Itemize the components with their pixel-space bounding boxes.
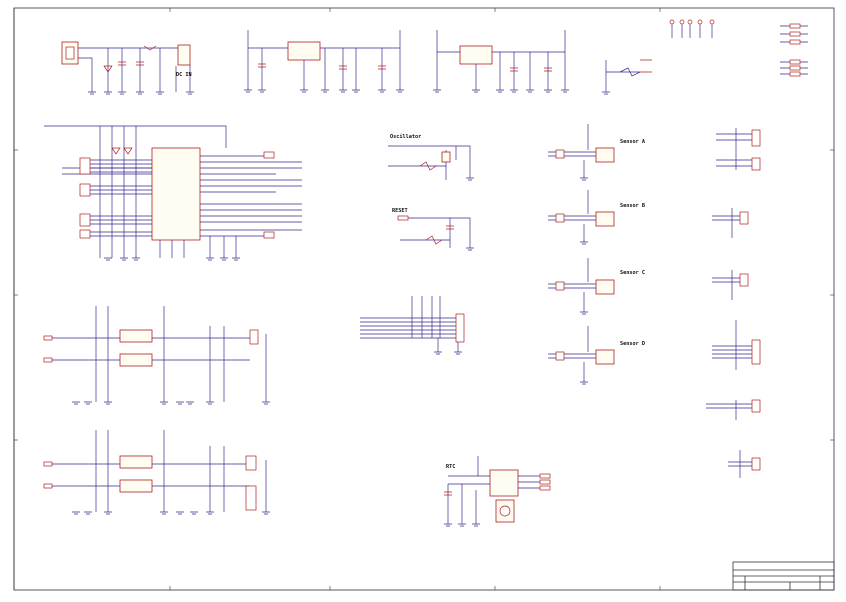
test-points — [669, 19, 715, 38]
sensor-d-title: Sensor D — [620, 341, 645, 347]
title-block — [732, 561, 835, 591]
reset-title: RESET — [392, 208, 408, 214]
oscillator-title: Oscillator — [390, 134, 421, 140]
rtc-section: RTC — [444, 456, 551, 527]
power-jumper — [602, 59, 652, 95]
sensor-c-title: Sensor C — [620, 270, 645, 276]
sensor-b: Sensor B — [548, 190, 645, 245]
drawing-frame — [13, 7, 835, 591]
sensor-c: Sensor C — [548, 258, 645, 315]
right-connectors — [706, 128, 761, 478]
oscillator-section: Oscillator — [388, 134, 474, 181]
microcontroller — [44, 125, 302, 261]
regulator-1 — [244, 30, 404, 93]
sensor-a-title: Sensor A — [620, 139, 646, 145]
top-right-connectors — [780, 23, 808, 77]
jtag-connector — [360, 296, 465, 355]
sensor-a: Sensor A — [548, 124, 646, 181]
sensor-d: Sensor D — [548, 326, 645, 385]
sensor-b-title: Sensor B — [620, 203, 645, 209]
regulator-2 — [433, 30, 569, 93]
dc-in-section: DC IN — [61, 41, 194, 95]
transceiver-block-2 — [43, 430, 270, 515]
dc-in-title: DC IN — [176, 72, 192, 78]
transceiver-block-1 — [43, 306, 270, 405]
rtc-title: RTC — [446, 464, 455, 470]
reset-section: RESET — [392, 208, 474, 251]
